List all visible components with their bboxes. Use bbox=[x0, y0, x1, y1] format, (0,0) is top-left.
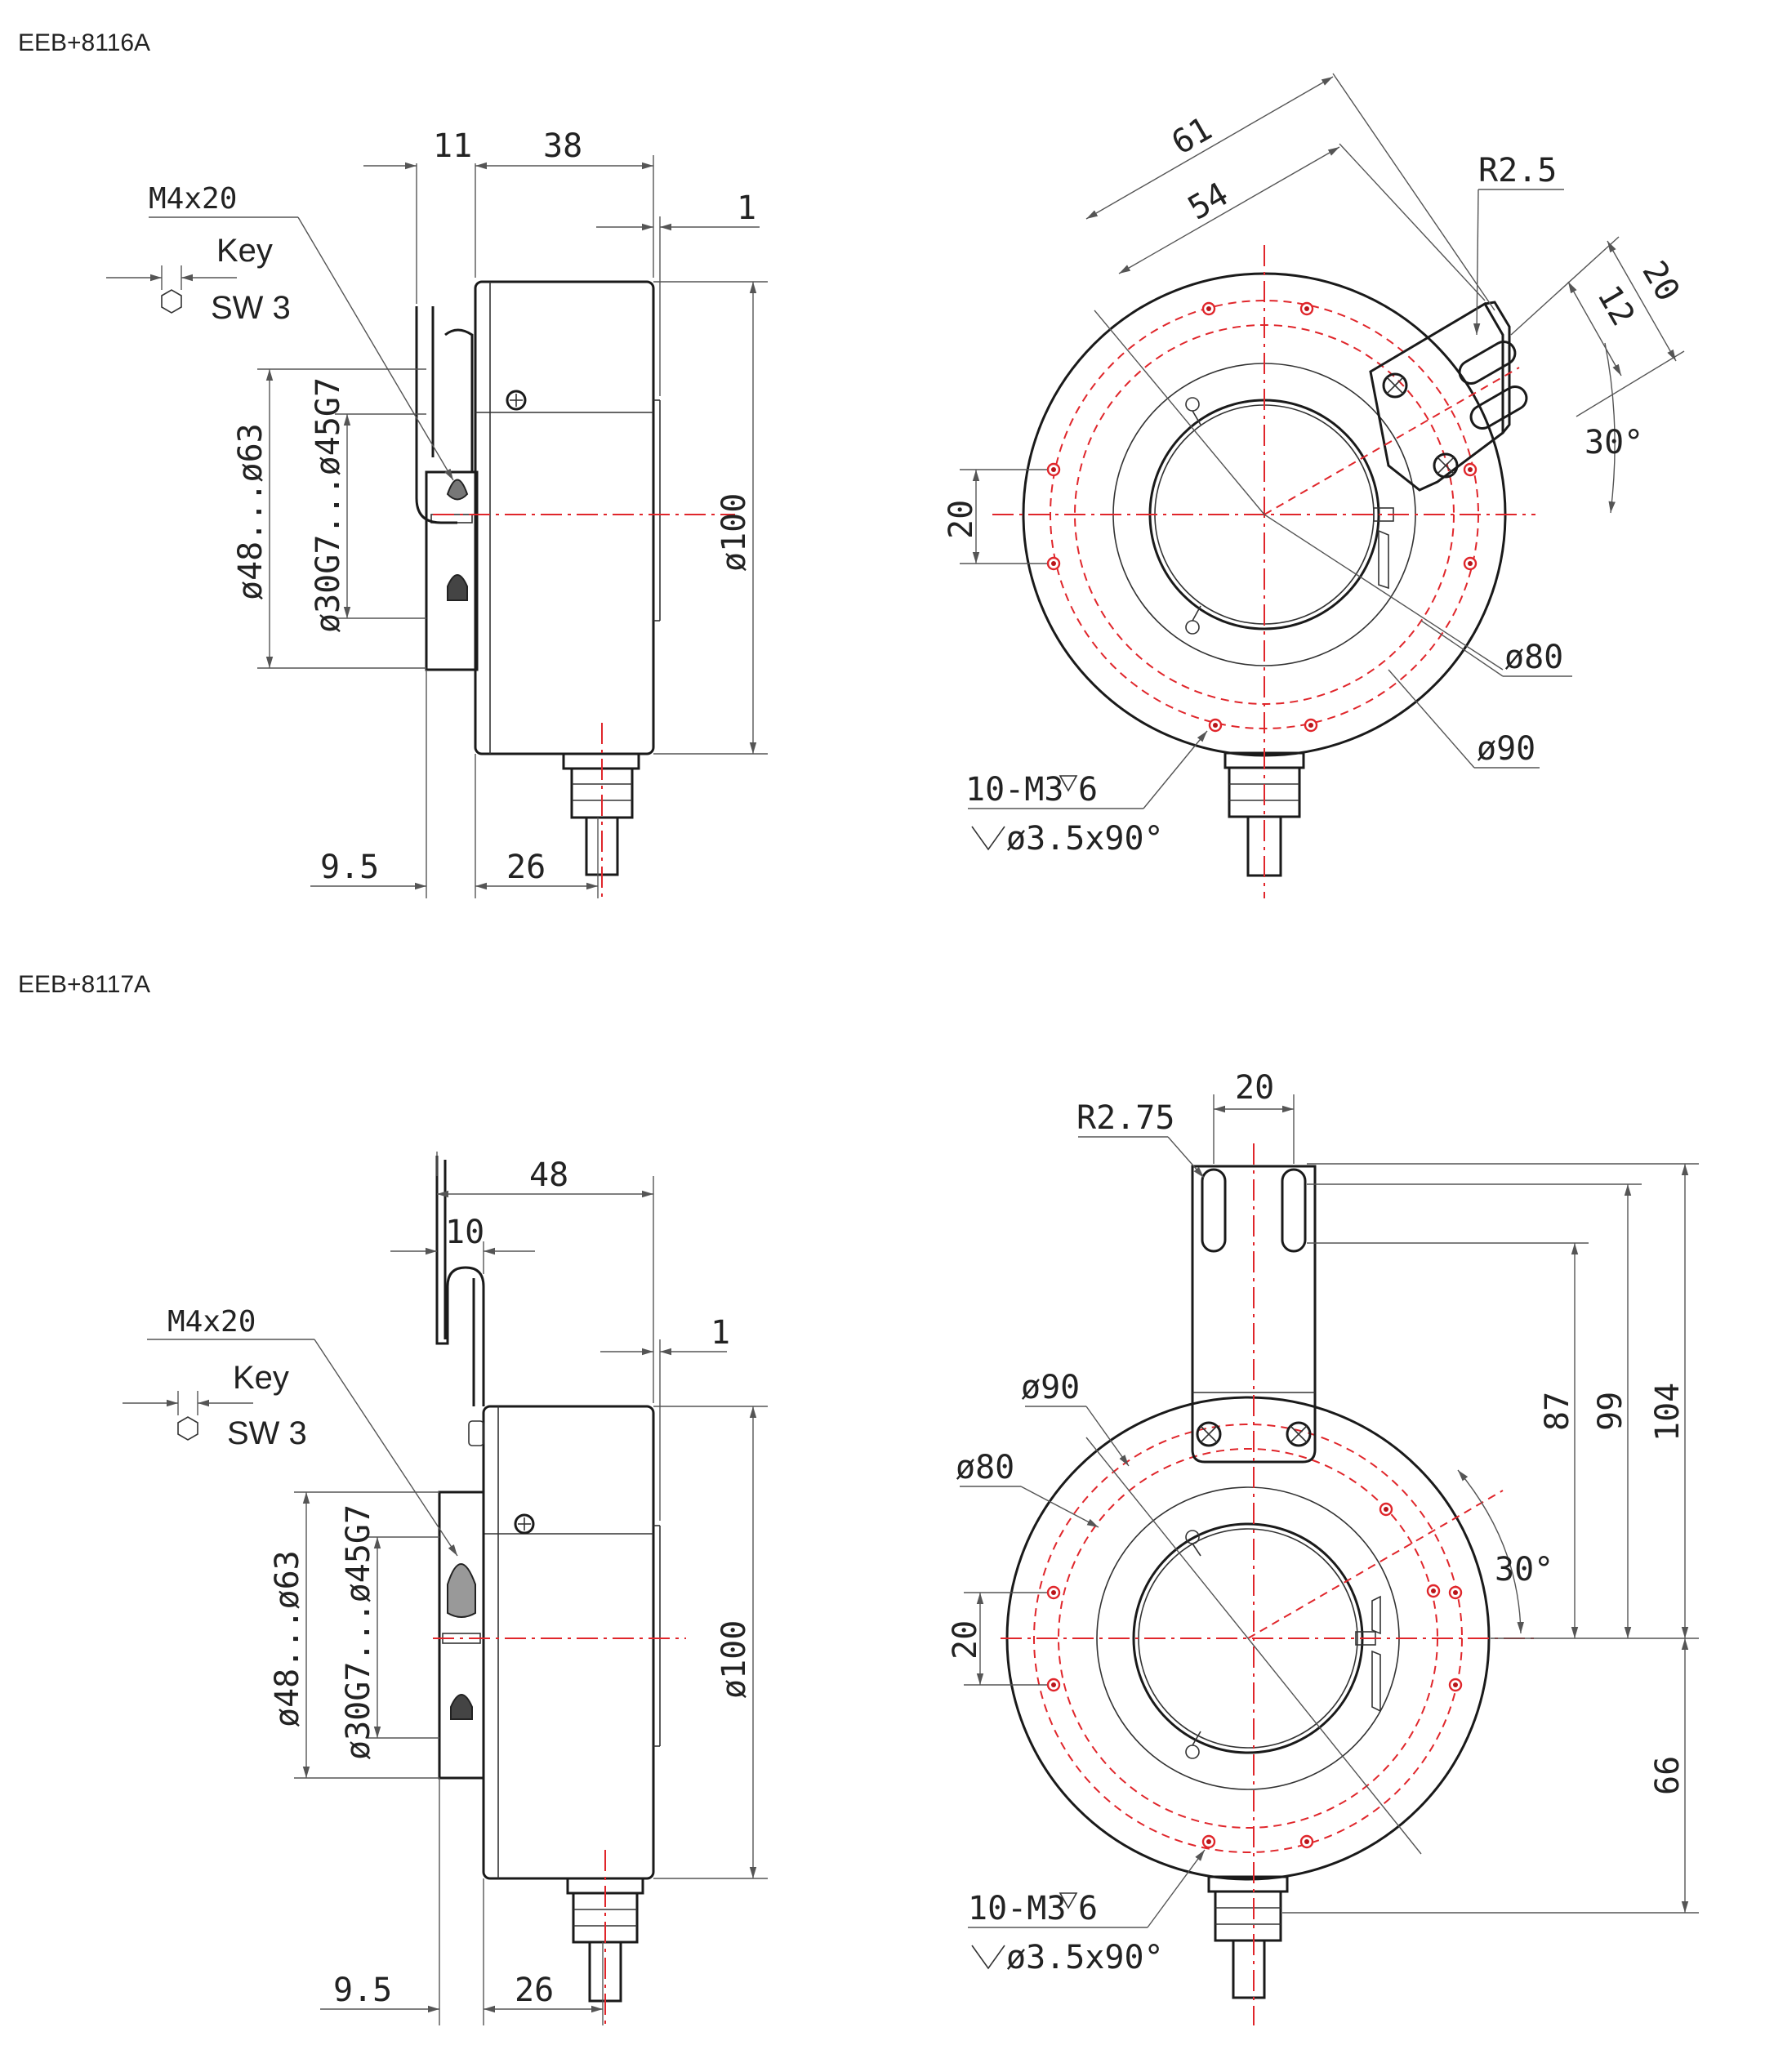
side-view: 11 38 1 ø100 ø48...ø63 ø30G7...ø45G7 bbox=[106, 127, 768, 898]
screw-icon bbox=[1286, 1421, 1312, 1447]
front-view: 20 R2.75 ø90 ø80 20 30° bbox=[947, 1069, 1699, 2025]
dia-90: ø90 bbox=[1021, 1369, 1080, 1406]
dim-20-left: 20 bbox=[943, 500, 980, 539]
holes: 10-M3 bbox=[965, 771, 1063, 809]
screw-icon bbox=[1382, 372, 1408, 399]
mounting-holes bbox=[1046, 301, 1478, 733]
dim-61: 61 bbox=[1166, 110, 1219, 163]
countersink-icon bbox=[971, 1945, 1005, 1970]
dim-gap: 1 bbox=[711, 1314, 730, 1352]
dim-offset: 9.5 bbox=[333, 1972, 392, 2009]
view-eeb-8116a: EEB+8116A bbox=[18, 29, 1687, 898]
dim-20-top: 20 bbox=[1235, 1069, 1274, 1107]
hex-key-icon bbox=[177, 1416, 198, 1441]
dim-54: 54 bbox=[1182, 176, 1235, 228]
dim-body: 38 bbox=[543, 127, 582, 165]
dim-20-left: 20 bbox=[947, 1620, 984, 1660]
dim-bore-range: ø30G7...ø45G7 bbox=[340, 1504, 377, 1760]
dim-cable: 26 bbox=[506, 849, 546, 886]
clamp-flange bbox=[425, 470, 479, 671]
dim-104: 104 bbox=[1649, 1383, 1687, 1441]
callout-screw: M4x20 bbox=[149, 182, 237, 216]
holes-depth: 6 bbox=[1078, 771, 1098, 809]
screw-icon bbox=[1196, 1421, 1222, 1447]
countersink: ø3.5x90° bbox=[1006, 820, 1164, 858]
side-view: 48 10 1 ø100 ø48...ø63 ø30G7.. bbox=[123, 1152, 768, 2025]
stator-bracket bbox=[1191, 1165, 1317, 1464]
dim-flange: 10 bbox=[445, 1214, 484, 1251]
dim-shaft-range: ø48...ø63 bbox=[232, 423, 270, 600]
dim-66: 66 bbox=[1649, 1756, 1687, 1795]
dim-gap: 1 bbox=[737, 189, 756, 227]
dim-20: 20 bbox=[1634, 255, 1687, 308]
dim-outer: ø100 bbox=[715, 1620, 753, 1699]
mounting-holes bbox=[1046, 1502, 1463, 1849]
callout-screw: M4x20 bbox=[167, 1305, 256, 1339]
dim-outer: ø100 bbox=[715, 493, 753, 572]
model-title: EEB+8116A bbox=[18, 29, 150, 56]
dia-80: ø80 bbox=[1504, 639, 1563, 676]
screw-icon bbox=[1433, 452, 1459, 479]
holes-depth: 6 bbox=[1078, 1890, 1098, 1927]
encoder-body bbox=[482, 1405, 655, 1880]
holes: 10-M3 bbox=[968, 1890, 1066, 1927]
dim-bracket: 48 bbox=[529, 1156, 568, 1194]
front-view: 61 54 R2.5 20 12 30° 20 ø80 bbox=[943, 73, 1687, 898]
clamp-flange bbox=[438, 1491, 485, 1780]
stator-bracket bbox=[1369, 301, 1528, 492]
key-size: SW 3 bbox=[211, 290, 291, 326]
dim-shaft-range: ø48...ø63 bbox=[269, 1550, 306, 1727]
dim-bore-range: ø30G7...ø45G7 bbox=[310, 377, 347, 633]
dim-offset: 9.5 bbox=[320, 849, 379, 886]
key-label: Key bbox=[233, 1360, 289, 1396]
radius: R2.75 bbox=[1076, 1099, 1174, 1137]
dim-flange: 11 bbox=[433, 127, 472, 165]
angle: 30° bbox=[1495, 1551, 1553, 1589]
dia-80: ø80 bbox=[956, 1449, 1014, 1486]
angle: 30° bbox=[1584, 424, 1643, 461]
countersink-icon bbox=[971, 826, 1005, 851]
countersink: ø3.5x90° bbox=[1006, 1939, 1164, 1976]
dim-cable: 26 bbox=[515, 1972, 554, 2009]
view-eeb-8117a: EEB+8117A bbox=[18, 971, 1699, 2025]
dia-90: ø90 bbox=[1477, 730, 1535, 768]
screw-head-icon bbox=[514, 1513, 535, 1535]
dim-87: 87 bbox=[1539, 1392, 1576, 1431]
radius: R2.5 bbox=[1478, 152, 1557, 189]
key-size: SW 3 bbox=[227, 1415, 307, 1451]
model-title: EEB+8117A bbox=[18, 971, 150, 998]
encoder-body bbox=[474, 280, 655, 755]
key-label: Key bbox=[216, 233, 273, 269]
screw-head-icon bbox=[506, 390, 527, 411]
dim-99: 99 bbox=[1592, 1392, 1629, 1431]
hex-key-icon bbox=[161, 289, 182, 314]
